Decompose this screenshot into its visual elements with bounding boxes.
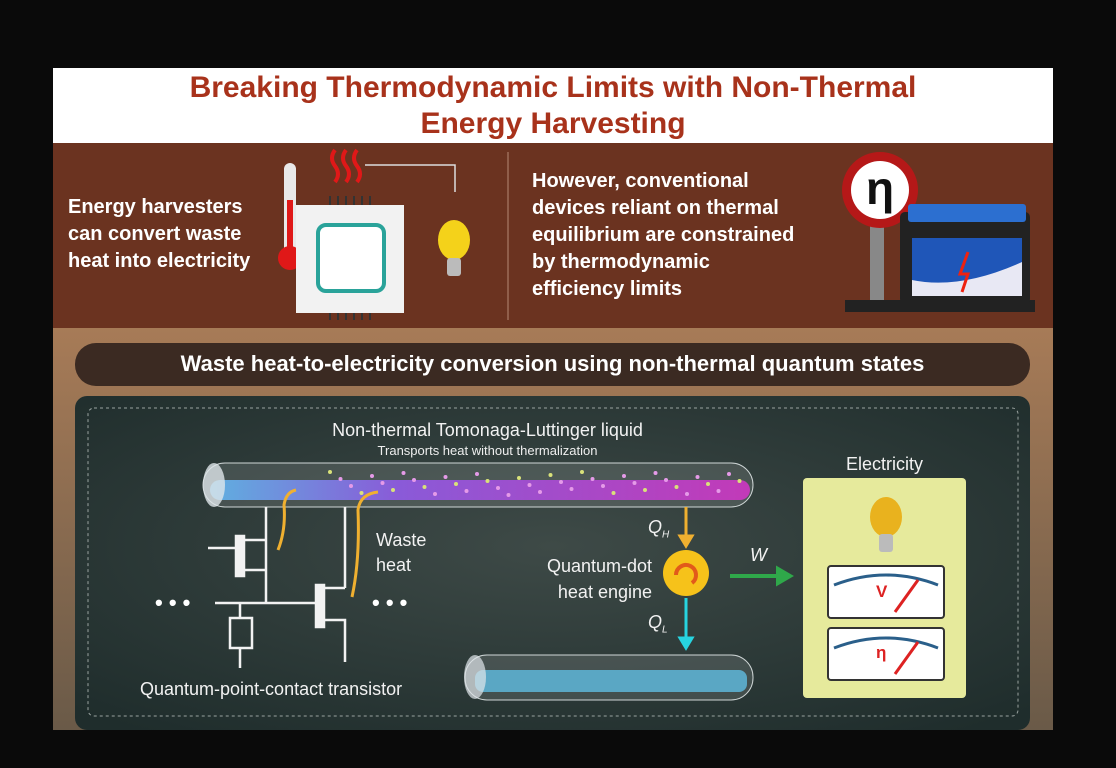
work-label: W <box>750 545 767 565</box>
particle <box>412 478 416 482</box>
particle <box>664 478 668 482</box>
particle <box>485 479 490 483</box>
text-line: heat <box>376 555 412 575</box>
diagram-panel <box>75 396 1030 730</box>
particle <box>401 471 406 475</box>
particle <box>349 484 353 488</box>
electricity-label: Electricity <box>845 454 923 474</box>
particle <box>727 472 731 476</box>
efficiency-sign-icon <box>842 152 918 305</box>
q-subscript: H <box>662 529 670 541</box>
particle <box>328 470 332 474</box>
text-line: heat into electricity <box>68 250 251 272</box>
particle <box>359 491 364 495</box>
eta-symbol: η <box>865 162 895 214</box>
text-line: devices reliant on thermal <box>532 197 779 219</box>
particle <box>695 475 700 479</box>
particle <box>601 484 605 488</box>
text-line: by thermodynamic <box>532 251 710 273</box>
transistor-circuit <box>208 507 347 668</box>
particle <box>338 477 343 481</box>
particle <box>622 474 626 478</box>
engine-label: Quantum-dot heat engine <box>500 553 652 605</box>
particle <box>569 487 574 491</box>
heat-engine-icon <box>663 550 709 596</box>
title-band <box>53 68 1053 143</box>
voltage-meter-label: V <box>876 582 888 601</box>
title-line-2: Energy Harvesting <box>420 107 686 140</box>
text-line: Energy harvesters <box>68 196 243 218</box>
text-line: efficiency limits <box>532 278 683 300</box>
q-subscript: L <box>662 624 668 636</box>
particle <box>653 471 658 475</box>
liquid-subtitle: Transports heat without thermalization <box>377 443 598 458</box>
particle <box>391 488 395 492</box>
ellipsis-left: • • • <box>155 590 191 615</box>
waste-heat-arrows <box>276 488 379 598</box>
electricity-panel <box>803 478 966 698</box>
particle <box>475 472 479 476</box>
dashed-frame <box>87 407 1019 717</box>
section-heading-pill <box>75 343 1030 386</box>
text-line: heat engine <box>557 582 652 602</box>
transistor-label: Quantum-point-contact transistor <box>140 679 403 699</box>
particle <box>632 481 637 485</box>
particle <box>517 476 521 480</box>
cold-reservoir-tube <box>464 654 754 701</box>
particle <box>527 483 532 487</box>
particle <box>433 492 437 496</box>
q-low-label: QL <box>648 612 668 636</box>
particle <box>422 485 427 489</box>
particle <box>464 489 469 493</box>
intro-left-text: Energy harvesters can convert waste heat… <box>68 194 250 275</box>
text-line: Quantum-dot <box>546 556 652 576</box>
q-high-label: QH <box>648 517 669 541</box>
text-line: However, conventional <box>532 170 749 192</box>
particle <box>643 488 647 492</box>
text-line: Waste <box>376 530 427 550</box>
waste-heat-label: Waste heat <box>376 528 426 578</box>
luttinger-liquid-tube <box>202 462 754 508</box>
q-symbol: Q <box>648 517 663 537</box>
section-heading: Waste heat-to-electricity conversion usi… <box>180 351 925 376</box>
efficiency-meter-label: η <box>876 643 887 662</box>
particle <box>737 479 742 483</box>
heat-out-arrow <box>677 598 695 651</box>
particle <box>380 481 385 485</box>
particle <box>580 470 584 474</box>
particle <box>506 493 511 497</box>
particle <box>496 486 500 490</box>
intro-right-text: However, conventional devices reliant on… <box>532 168 794 303</box>
particle <box>685 492 689 496</box>
particle <box>443 475 448 479</box>
title-line-1: Breaking Thermodynamic Limits with Non-T… <box>189 71 917 104</box>
battery-icon <box>845 204 1035 312</box>
heat-in-arrow <box>677 507 695 549</box>
particle <box>559 480 563 484</box>
heat-waves-icon <box>330 148 362 184</box>
lightbulb-icon <box>438 220 470 276</box>
particle <box>454 482 458 486</box>
particle <box>611 491 616 495</box>
heat-particles <box>328 470 742 497</box>
particle <box>548 473 553 477</box>
liquid-title: Non-thermal Tomonaga-Luttinger liquid <box>332 420 643 440</box>
particle <box>716 489 721 493</box>
work-arrow <box>730 565 794 587</box>
particle <box>370 474 374 478</box>
text-line: can convert waste <box>68 223 242 245</box>
chip-icon <box>296 196 404 320</box>
q-symbol: Q <box>648 612 663 632</box>
text-line: equilibrium are constrained <box>532 224 795 246</box>
particle <box>674 485 679 489</box>
particle <box>538 490 542 494</box>
wire <box>365 164 456 192</box>
ellipsis-right: • • • <box>372 590 408 615</box>
particle <box>706 482 710 486</box>
particle <box>590 477 595 481</box>
